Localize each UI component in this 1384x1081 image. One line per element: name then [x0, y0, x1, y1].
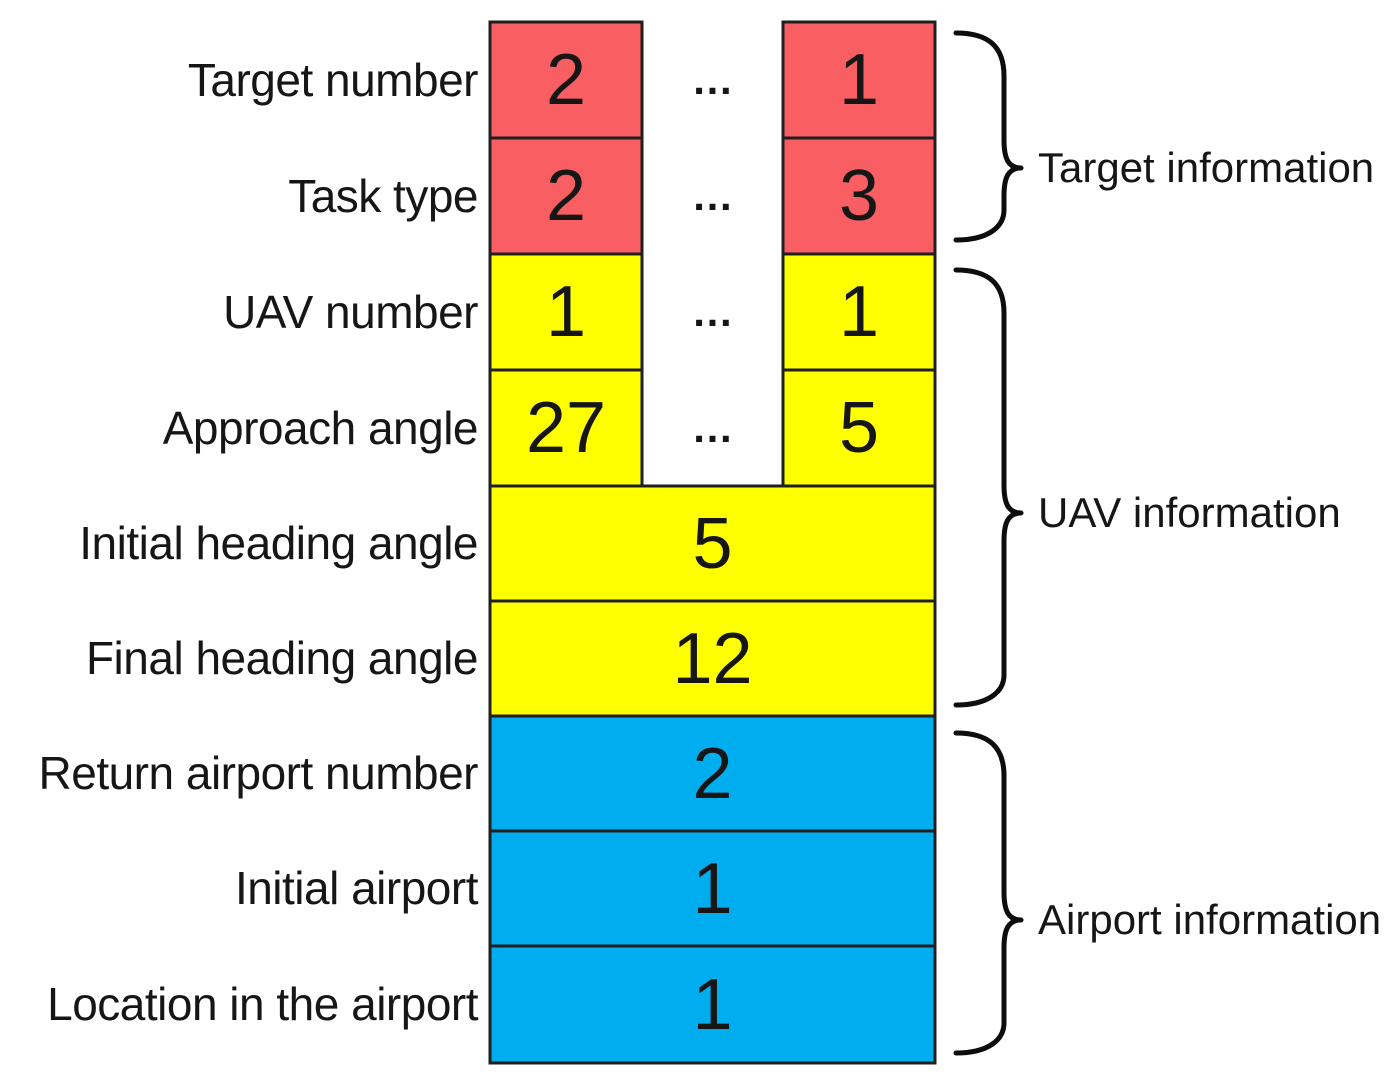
ellipsis-approach-angle: …: [691, 404, 734, 451]
cell-location-in-airport: [488, 944, 937, 1065]
brace-target-information: [953, 30, 1024, 243]
cell-value-approach-angle-right: 5: [838, 388, 880, 468]
cell-return-airport-number: [488, 714, 937, 833]
row-label-uav-number: UAV number: [223, 286, 478, 338]
cell-value-approach-angle-left: 27: [525, 388, 607, 468]
group-label-target-information: Target information: [1038, 144, 1375, 191]
row-label-initial-heading-angle: Initial heading angle: [79, 517, 478, 569]
cell-task-type-left: [488, 136, 644, 256]
brace-airport-information: [953, 730, 1024, 1056]
cell-initial-airport: [488, 829, 937, 948]
cell-value-final-heading-angle: 12: [672, 618, 753, 699]
cell-target-number-left: [488, 20, 644, 140]
cell-value-uav-number-right: 1: [838, 272, 880, 352]
row-label-task-type: Task type: [288, 170, 478, 222]
row-label-approach-angle: Approach angle: [162, 402, 479, 454]
cell-task-type-right: [781, 136, 937, 256]
row-label-location-in-airport: Location in the airport: [47, 978, 478, 1030]
cell-value-task-type-right: 3: [838, 156, 880, 236]
row-label-initial-airport: Initial airport: [234, 862, 479, 914]
cell-value-uav-number-left: 1: [545, 272, 587, 352]
row-label-return-airport-number: Return airport number: [38, 747, 479, 799]
ellipsis-uav-number: …: [691, 288, 734, 335]
cell-value-return-airport-number: 2: [692, 733, 733, 814]
brace-uav-information: [953, 267, 1024, 708]
ellipsis-target-number: …: [691, 56, 734, 103]
cell-value-task-type-left: 2: [545, 156, 587, 236]
row-label-target-number: Target number: [187, 54, 479, 106]
cell-value-target-number-left: 2: [545, 40, 587, 120]
cell-value-initial-heading-angle: 5: [692, 503, 733, 584]
cell-final-heading-angle: [488, 599, 937, 718]
cell-value-location-in-airport: 1: [692, 964, 733, 1045]
row-label-final-heading-angle: Final heading angle: [85, 632, 479, 684]
group-label-uav-information: UAV information: [1038, 489, 1341, 536]
cell-approach-angle-left: [488, 368, 644, 488]
ellipsis-task-type: …: [691, 172, 734, 219]
group-label-airport-information: Airport information: [1038, 896, 1382, 943]
cell-value-initial-airport: 1: [692, 848, 733, 929]
cell-value-target-number-right: 1: [838, 40, 880, 120]
cell-approach-angle-right: [781, 368, 937, 488]
